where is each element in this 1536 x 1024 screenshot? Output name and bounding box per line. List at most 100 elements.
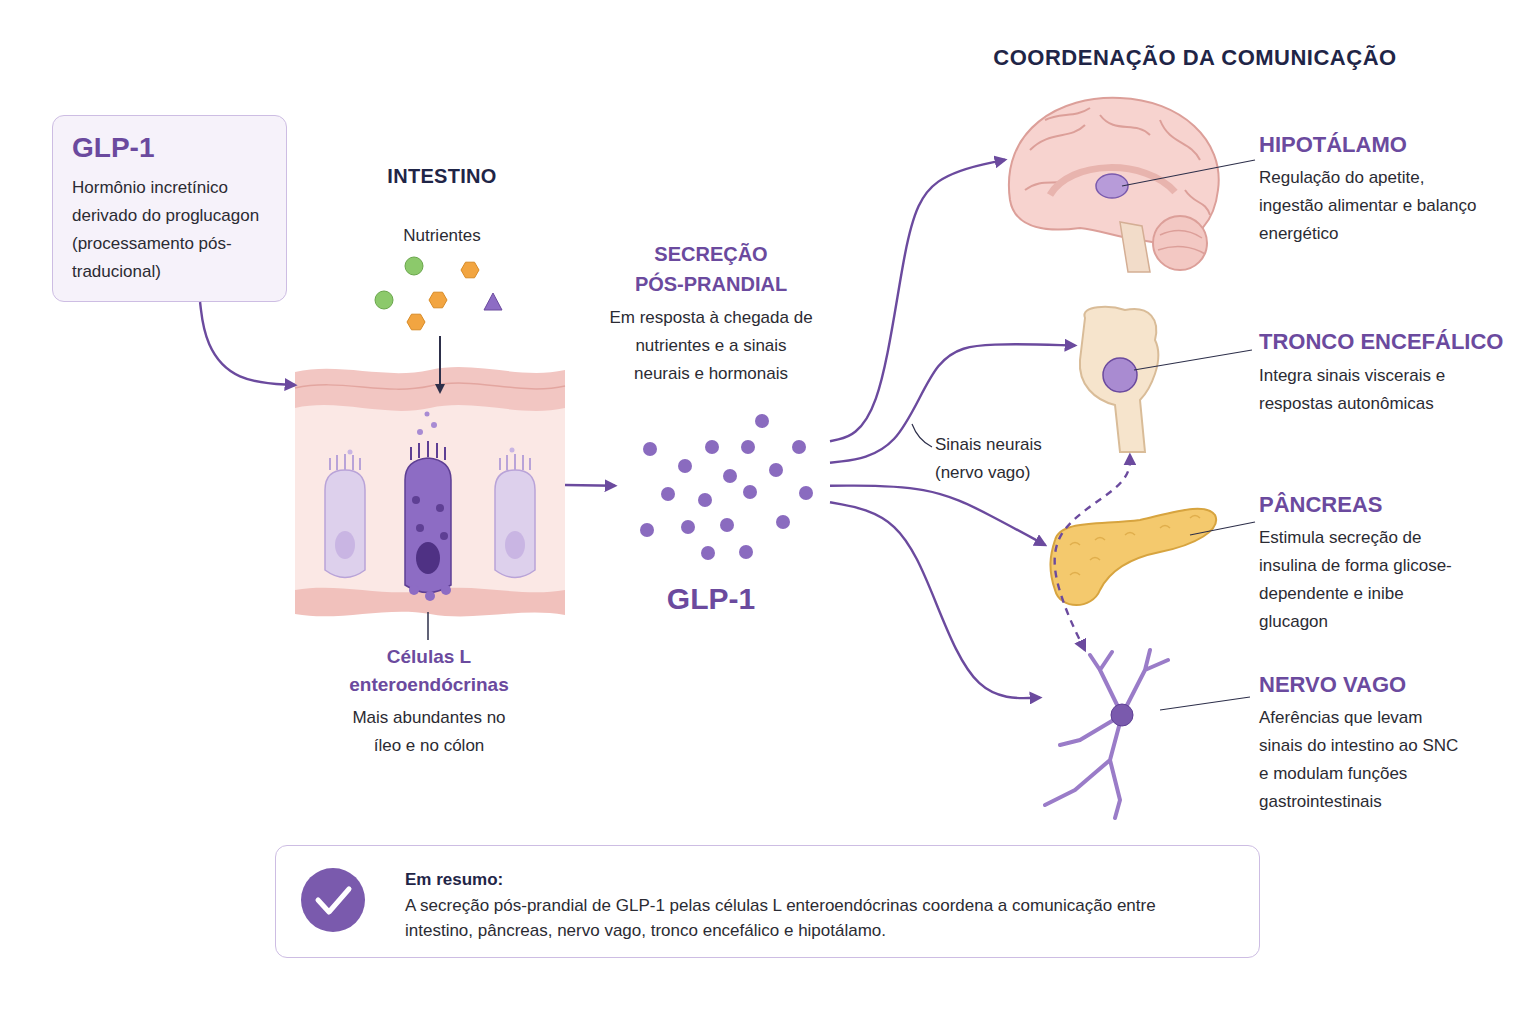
leader-line	[427, 612, 429, 640]
nutrient-glucose	[375, 291, 393, 309]
secreted-granule	[425, 412, 430, 417]
check-mark	[318, 889, 349, 912]
node-heading: HIPOTÁLAMO	[1259, 131, 1499, 159]
glp1-molecule	[698, 493, 712, 507]
granule	[441, 585, 451, 595]
leader-line	[912, 424, 932, 447]
neuron-body	[1111, 704, 1133, 726]
glp1-molecule	[799, 486, 813, 500]
granule	[412, 496, 420, 504]
definition-box: GLP-1Hormônio incretínico derivado do pr…	[52, 115, 287, 302]
cell-nucleus	[416, 542, 440, 574]
nutrient-label: Nutrientes	[392, 222, 492, 250]
epithelial-cell	[325, 470, 365, 578]
granule	[436, 504, 444, 512]
node-text: Em resposta à chegada de nutrientes e a …	[606, 304, 816, 388]
connector-label: Sinais neurais (nervo vago)	[935, 431, 1075, 487]
vagus-target: NERVO VAGOAferências que levam sinais do…	[1040, 650, 1180, 820]
epithelial-cell	[495, 470, 535, 578]
glp1-molecule	[776, 515, 790, 529]
cell-nucleus	[505, 531, 525, 559]
nutrient-fat	[429, 292, 447, 308]
secreted-granule	[431, 422, 437, 428]
glp1-molecule	[678, 459, 692, 473]
node-heading: GLP-1	[72, 131, 272, 165]
check-icon	[301, 868, 365, 932]
node-text: A secreção pós-prandial de GLP-1 pelas c…	[405, 893, 1175, 943]
brainstem-illustration	[1080, 307, 1158, 452]
node-heading: PÂNCREAS	[1259, 491, 1499, 519]
node-text: Regulação do apetite, ingestão alimentar…	[1259, 164, 1479, 248]
nutrient-protein	[484, 293, 502, 310]
pancreas-target: PÂNCREASEstimula secreção de insulina de…	[1045, 505, 1220, 610]
glp1-molecule	[743, 485, 757, 499]
node-text: Mais abundantes no íleo e no cólon	[349, 704, 509, 760]
nutrient-fat	[407, 314, 425, 330]
signal-connector	[830, 160, 1005, 441]
neural-connector	[1055, 455, 1130, 650]
granule	[425, 591, 435, 601]
nutrient-glucose	[405, 257, 423, 275]
signal-connector	[830, 502, 1040, 698]
glp1-molecule	[792, 440, 806, 454]
brainstem-marker	[1103, 358, 1137, 392]
intestine-wall-band	[295, 367, 565, 411]
microvilli	[411, 441, 445, 460]
nutrient-fat	[461, 262, 479, 278]
intestine-base-band	[295, 588, 565, 617]
microvilli	[330, 454, 360, 470]
node-heading: Em resumo:	[405, 868, 1165, 892]
signal-connector	[200, 302, 295, 385]
glp1-molecule	[661, 487, 675, 501]
glp1-molecule	[769, 463, 783, 477]
glp1-molecule	[643, 442, 657, 456]
glp1-molecule	[739, 545, 753, 559]
nutrient-arrow	[439, 336, 441, 392]
node-heading: TRONCO ENCEFÁLICO	[1259, 328, 1529, 356]
glp1-molecule	[723, 469, 737, 483]
node-text: Aferências que levam sinais do intestino…	[1259, 704, 1469, 816]
hypothalamus-target: HIPOTÁLAMORegulação do apetite, ingestão…	[1005, 95, 1220, 275]
intestine-wall-line	[295, 383, 565, 389]
diagram-title: COORDENAÇÃO DA COMUNICAÇÃO	[895, 44, 1495, 72]
glp1-molecule	[705, 440, 719, 454]
brainstem-target: TRONCO ENCEFÁLICOIntegra sinais viscerai…	[1075, 305, 1165, 455]
cerebellum	[1153, 216, 1207, 270]
microvilli	[500, 454, 530, 470]
leader-line	[1160, 697, 1250, 710]
intestine-mucosa	[295, 400, 565, 595]
leader-line	[1134, 350, 1252, 370]
glp1-molecule	[720, 518, 734, 532]
glp1-molecule	[741, 440, 755, 454]
glp1-molecule	[640, 523, 654, 537]
l-cell	[405, 458, 451, 593]
signal-connector	[830, 486, 1045, 545]
brain-stem	[1120, 222, 1150, 272]
glp1-cluster: SECREÇÃO PÓS-PRANDIALEm resposta à chega…	[615, 400, 830, 565]
signal-connector	[565, 484, 615, 487]
node-heading: INTESTINO	[342, 162, 542, 190]
granule	[416, 524, 424, 532]
node-heading: NERVO VAGO	[1259, 671, 1499, 699]
glp1-molecule	[701, 546, 715, 560]
summary-box: Em resumo:A secreção pós-prandial de GLP…	[275, 845, 1260, 958]
node-heading: SECREÇÃO PÓS-PRANDIAL	[631, 239, 791, 299]
cell-nucleus	[335, 531, 355, 559]
granule	[440, 532, 448, 540]
secreted-granule	[417, 429, 423, 435]
secreted-granule	[348, 450, 353, 455]
leader-line	[1190, 522, 1255, 535]
node-text: Integra sinais viscerais e respostas aut…	[1259, 362, 1474, 418]
node-text: GLP-1	[621, 581, 801, 617]
node-text: Estimula secreção de insulina de forma g…	[1259, 524, 1459, 636]
neuron-illustration	[1045, 650, 1168, 818]
node-text: Células L enteroendócrinas	[324, 643, 534, 699]
glp1-molecules	[640, 414, 813, 560]
intestine-illustration: INTESTINOCélulas L enteroendócrinasMais …	[295, 365, 565, 615]
node-text: Hormônio incretínico derivado do progluc…	[72, 174, 277, 286]
granule	[409, 585, 419, 595]
leader-line	[1122, 160, 1255, 186]
glp1-molecule	[681, 520, 695, 534]
brain-gyri	[1025, 108, 1210, 215]
